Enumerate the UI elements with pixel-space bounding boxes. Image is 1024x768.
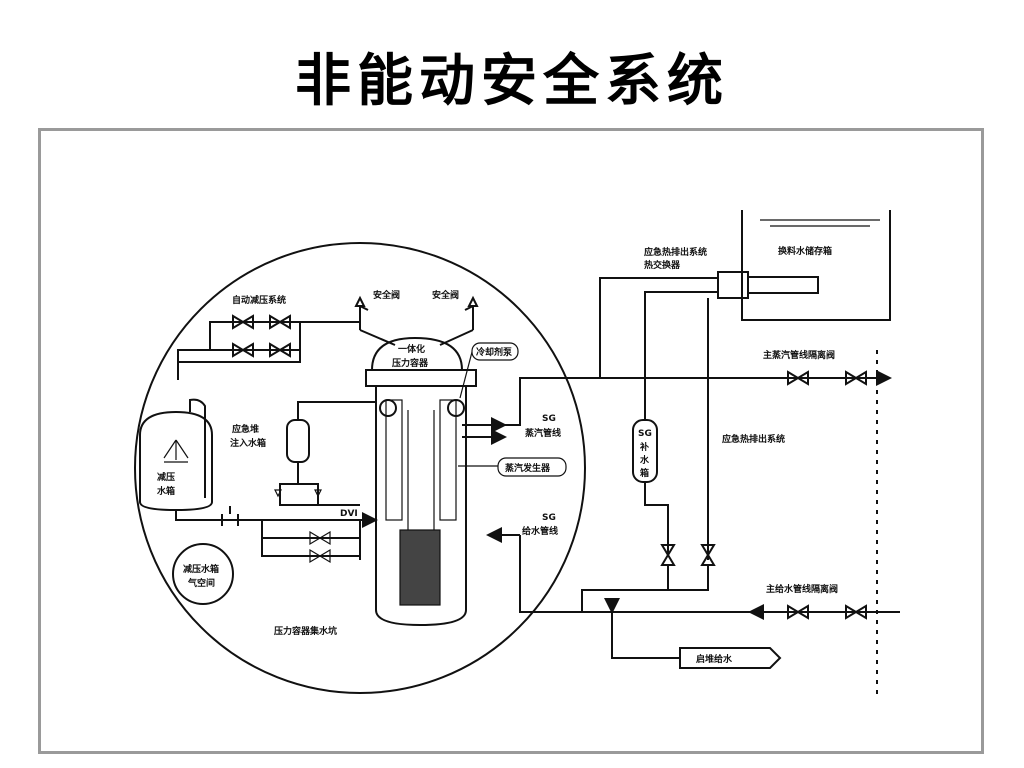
label-rpv-2: 压力容器 — [392, 357, 429, 369]
label-dvi: DVI — [340, 509, 358, 519]
label-emergency-hx-2: 热交换器 — [644, 259, 681, 271]
label-rpv-1: 一体化 — [398, 343, 425, 355]
label-refuel-tank: 换料水储存箱 — [778, 245, 832, 257]
label-sg-feed-1: SG — [542, 513, 556, 523]
suppression-air-space — [172, 543, 234, 605]
label-sg-makeup-2: 补 — [639, 441, 649, 453]
suppression-tank — [139, 398, 213, 512]
label-suppression-air-2: 气空间 — [187, 577, 215, 589]
slide-title: 非能动安全系统 — [295, 49, 729, 114]
label-main-feed-iso: 主给水管线隔离阀 — [766, 583, 838, 595]
dvi-piping — [175, 506, 378, 564]
label-sg-makeup-3: 水 — [640, 454, 650, 466]
steam-generator-box — [497, 457, 567, 477]
emergency-heat-removal-loop — [581, 277, 718, 612]
label-suppression-air-1: 减压水箱 — [183, 563, 219, 575]
emergency-injection-tank — [274, 401, 376, 506]
diagram-frame — [38, 128, 984, 754]
label-sg-makeup-4: 箱 — [640, 467, 649, 479]
label-safety-valve-1: 安全阀 — [373, 289, 400, 301]
label-sg-feed-2: 给水管线 — [522, 525, 558, 537]
startup-feed — [604, 598, 782, 669]
label-auto-depress: 自动减压系统 — [232, 294, 286, 306]
label-main-steam-iso: 主蒸汽管线隔离阀 — [763, 349, 835, 361]
label-safety-valve-2: 安全阀 — [432, 289, 459, 301]
label-sg-steam-1: SG — [542, 414, 556, 424]
containment-circle — [134, 242, 586, 694]
auto-depress-piping — [177, 314, 361, 380]
integrated-pressure-vessel — [365, 336, 477, 627]
label-startup-feed: 启堆给水 — [696, 653, 733, 665]
label-rpv-sump: 压力容器集水坑 — [274, 625, 337, 637]
label-emergency-injection-1: 应急堆 — [232, 423, 259, 435]
coolant-pump-box — [471, 342, 519, 361]
main-feed-iso-valves — [748, 604, 900, 620]
label-emergency-injection-2: 注入水箱 — [230, 437, 266, 449]
label-suppression-tank-2: 水箱 — [157, 485, 175, 497]
label-sg-makeup-1: SG — [638, 429, 652, 439]
label-sg-steam-2: 蒸汽管线 — [525, 427, 561, 439]
main-steam-iso-valves — [787, 370, 867, 386]
label-suppression-tank-1: 减压 — [157, 471, 175, 483]
label-coolant-pump: 冷却剂泵 — [476, 346, 513, 358]
label-emergency-hx-1: 应急热排出系统 — [644, 246, 707, 258]
label-emergency-heat-removal: 应急热排出系统 — [722, 433, 785, 445]
label-steam-generator: 蒸汽发生器 — [505, 462, 551, 474]
refuel-storage-tank — [717, 210, 891, 321]
